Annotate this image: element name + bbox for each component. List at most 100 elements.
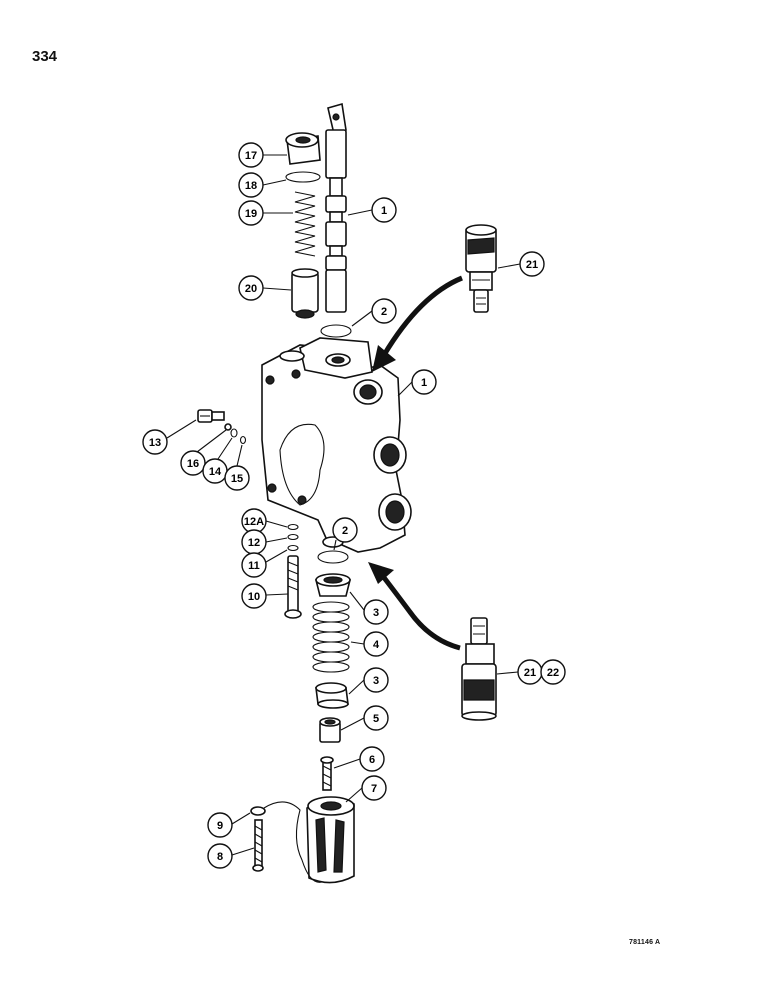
callout-circle	[238, 275, 264, 301]
callout-20: 20	[238, 275, 264, 301]
callout-label: 1	[421, 377, 427, 389]
page-number: 334	[32, 48, 58, 65]
callout-circle	[411, 369, 437, 395]
callout-17: 17	[238, 142, 264, 168]
callout-circle	[180, 450, 206, 476]
leader-lines	[166, 154, 521, 856]
callout-circle	[361, 775, 387, 801]
callout-12: 12	[241, 529, 267, 555]
callout-circle	[238, 142, 264, 168]
callout-circle	[363, 631, 389, 657]
callout-19: 19	[238, 200, 264, 226]
callout-7: 7	[361, 775, 387, 801]
callout-1: 1	[371, 197, 397, 223]
callout-6: 6	[359, 746, 385, 772]
plug-17	[285, 132, 321, 165]
callout-circle	[241, 552, 267, 578]
callout-21: 21	[519, 251, 545, 277]
callout-8: 8	[207, 843, 233, 869]
callout-9: 9	[207, 812, 233, 838]
callout-label: 2	[381, 306, 387, 318]
callout-11: 11	[241, 552, 267, 578]
ball-16	[224, 423, 232, 431]
callout-label: 20	[245, 283, 257, 295]
relief-valve-21	[465, 224, 497, 313]
callout-group: 17 18 19 1 20 2 21 1 13 16 14 15 12A 12 11 10 2 3 4 3 5 6 7 9 8 2…	[142, 142, 566, 869]
callout-label: 9	[217, 820, 223, 832]
o-ring-15	[239, 435, 247, 445]
callout-3: 3	[363, 599, 389, 625]
cap-7	[306, 796, 355, 884]
bolt-10	[284, 555, 302, 619]
o-ring-14	[230, 428, 238, 438]
figure-code: 781146 A	[629, 939, 661, 946]
callout-circle	[371, 298, 397, 324]
spool	[325, 102, 347, 313]
o-ring-11	[287, 544, 299, 552]
callout-label: 6	[369, 754, 375, 766]
callout-circle	[359, 746, 385, 772]
spring-19	[294, 191, 316, 257]
callout-label: 14	[209, 466, 222, 478]
valve-body	[261, 337, 412, 553]
callout-label: 12A	[244, 516, 264, 528]
callout-label: 19	[245, 208, 257, 220]
callout-22: 22	[540, 659, 566, 685]
callout-4: 4	[363, 631, 389, 657]
callout-circle	[332, 517, 358, 543]
callout-circle	[241, 583, 267, 609]
callout-label: 11	[248, 560, 260, 572]
callout-10: 10	[241, 583, 267, 609]
callout-circle	[207, 843, 233, 869]
callout-label: 16	[187, 458, 199, 470]
callout-label: 4	[373, 639, 380, 651]
relief-valve-21-22	[461, 617, 497, 721]
callout-label: 1	[381, 205, 387, 217]
bushing-5	[319, 717, 341, 743]
callout-circle	[224, 465, 250, 491]
screw-6	[320, 756, 334, 791]
retaining-wire	[263, 801, 323, 883]
callout-label: 12	[248, 537, 260, 549]
callout-21: 21	[517, 659, 543, 685]
callout-label: 15	[231, 473, 243, 485]
callout-15: 15	[224, 465, 250, 491]
o-ring-2-top	[320, 324, 352, 338]
callout-circle	[363, 667, 389, 693]
callout-label: 13	[149, 437, 161, 449]
callout-circle	[238, 172, 264, 198]
callout-2: 2	[332, 517, 358, 543]
callout-label: 22	[547, 667, 559, 679]
callout-5: 5	[363, 705, 389, 731]
callout-label: 21	[524, 667, 536, 679]
o-ring-12	[287, 533, 299, 541]
callout-circle	[363, 599, 389, 625]
spring-4	[312, 601, 350, 673]
callout-16: 16	[180, 450, 206, 476]
callout-13: 13	[142, 429, 168, 455]
callout-label: 3	[373, 607, 379, 619]
callout-label: 17	[245, 150, 257, 162]
washer-9	[250, 806, 266, 816]
callout-label: 7	[371, 783, 377, 795]
callout-circle	[363, 705, 389, 731]
callout-1: 1	[411, 369, 437, 395]
spring-seat-3-top	[314, 573, 352, 597]
callout-circle	[371, 197, 397, 223]
retainer-20	[291, 268, 319, 319]
callout-circle	[142, 429, 168, 455]
callout-circle	[207, 812, 233, 838]
screw-8	[252, 819, 264, 872]
callout-label: 21	[526, 259, 538, 271]
callout-label: 10	[248, 591, 260, 603]
callout-circle	[519, 251, 545, 277]
callout-label: 3	[373, 675, 379, 687]
spring-seat-3-bottom	[315, 682, 349, 709]
callout-circle	[540, 659, 566, 685]
callout-label: 18	[245, 180, 257, 192]
callout-circle	[238, 200, 264, 226]
callout-label: 8	[217, 851, 223, 863]
plug-13	[197, 409, 225, 423]
o-ring-2-bottom	[317, 550, 349, 564]
